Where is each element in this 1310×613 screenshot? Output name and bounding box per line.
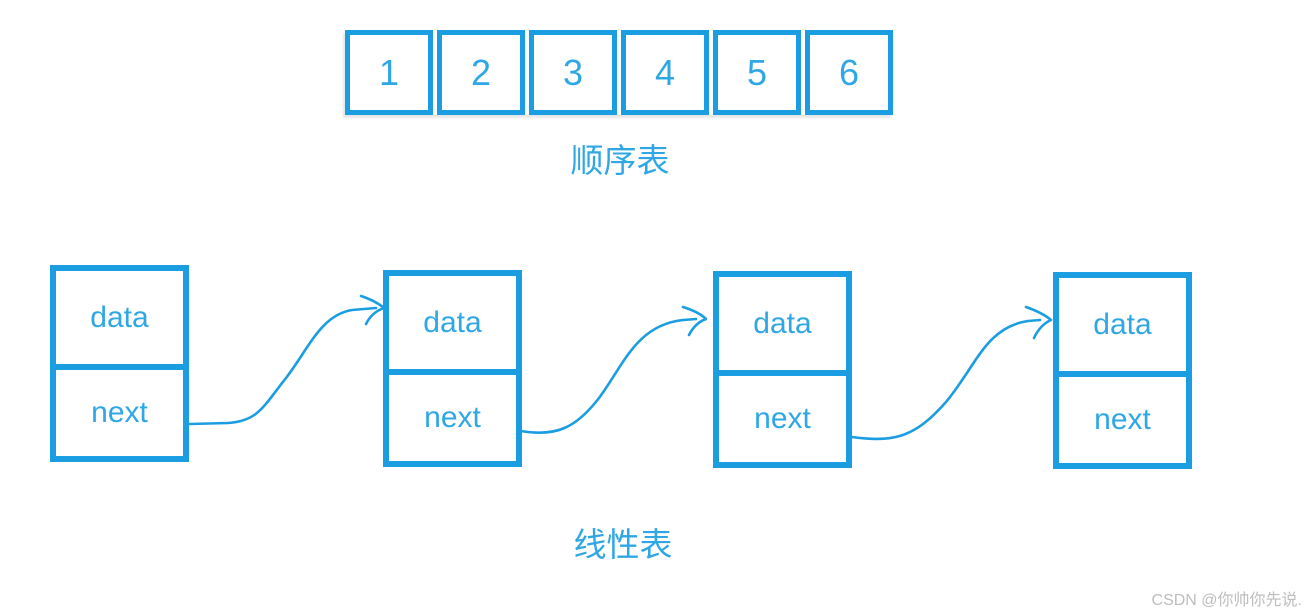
node-4-data-cell: data <box>1059 278 1186 377</box>
node-1-data-cell: data <box>56 271 183 370</box>
node-3-data-cell: data <box>719 277 846 376</box>
watermark: CSDN @你帅你先说. <box>1151 592 1302 609</box>
node-1-next-cell: next <box>91 396 148 429</box>
link-arrow-2 <box>519 305 708 435</box>
array-cell-5: 5 <box>713 30 801 115</box>
link-arrow-3 <box>850 305 1053 441</box>
node-4-next-cell: next <box>1094 403 1151 436</box>
list-node-2: data next <box>383 270 522 467</box>
sequential-list-array: 1 2 3 4 5 6 <box>345 30 893 115</box>
sequential-list-caption: 顺序表 <box>570 142 670 179</box>
array-cell-1: 1 <box>345 30 433 115</box>
node-2-data-cell: data <box>389 276 516 375</box>
list-node-3: data next <box>713 271 852 468</box>
node-3-next-cell: next <box>754 402 811 435</box>
array-cell-6: 6 <box>805 30 893 115</box>
link-arrow-1 <box>188 294 386 426</box>
node-2-next-cell: next <box>424 401 481 434</box>
array-cell-3: 3 <box>529 30 617 115</box>
array-cell-2: 2 <box>437 30 525 115</box>
list-node-1: data next <box>50 265 189 462</box>
linked-list-caption: 线性表 <box>573 526 673 563</box>
array-cell-4: 4 <box>621 30 709 115</box>
list-node-4: data next <box>1053 272 1192 469</box>
